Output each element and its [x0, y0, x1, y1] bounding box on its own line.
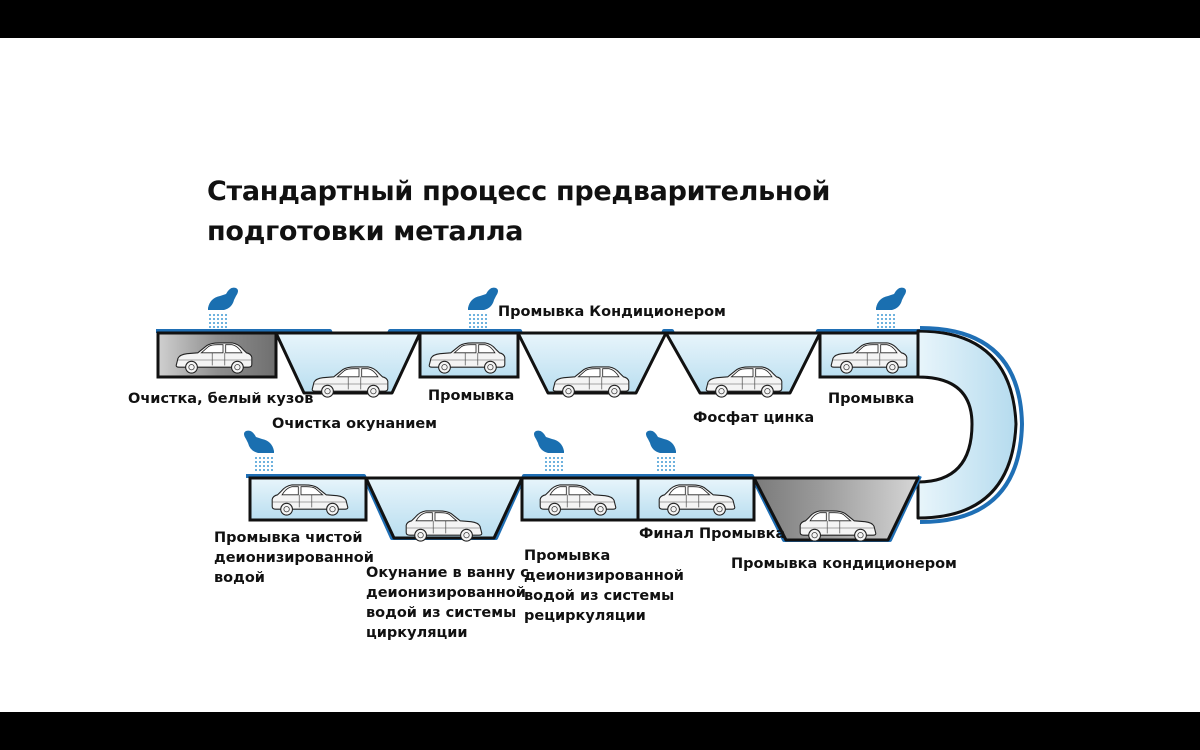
tank-dip-di-recirc — [364, 476, 524, 540]
spray-nozzle-icon — [533, 429, 565, 474]
label-conditioner-rinse: Промывка кондиционером — [731, 556, 957, 572]
label-rinse-di-recirc: Промывка деионизированной водой из систе… — [524, 548, 684, 624]
spray-nozzle-icon — [243, 429, 275, 474]
tank-conditioner — [516, 331, 668, 395]
letterbox-top-bar — [0, 0, 1200, 38]
label-rinse-1: Промывка — [428, 388, 515, 404]
letterbox-bottom-bar — [0, 712, 1200, 750]
label-zinc-phosphate: Фосфат цинка — [693, 410, 815, 426]
spray-nozzle-icon — [645, 429, 677, 474]
spray-nozzle-icon — [467, 286, 499, 331]
diagram-title: Стандартный процесс предварительной подг… — [207, 172, 830, 252]
label-top-conditioner-rinse: Промывка Кондиционером — [498, 304, 726, 320]
label-dip-cleaning: Очистка окунанием — [272, 416, 438, 432]
tank-conditioner-rinse — [752, 476, 920, 542]
label-rinse-2: Промывка — [828, 391, 915, 407]
spray-nozzle-icon — [207, 286, 239, 331]
label-dip-di-recirc: Окунание в ванну с деионизированной водо… — [366, 565, 529, 641]
label-final-rinse: Финал Промывка — [639, 526, 786, 542]
conveyor-u-turn — [916, 329, 1018, 520]
title-line-1: Стандартный процесс предварительной — [207, 176, 831, 207]
tank-zinc-phosphate — [664, 331, 822, 395]
title-line-2: подготовки металла — [207, 216, 524, 247]
spray-nozzle-icon — [875, 286, 907, 331]
label-rinse-di-water: Промывка чистой деионизированной водой — [214, 530, 374, 586]
label-cleaning-white-body: Очистка, белый кузов — [128, 391, 314, 407]
